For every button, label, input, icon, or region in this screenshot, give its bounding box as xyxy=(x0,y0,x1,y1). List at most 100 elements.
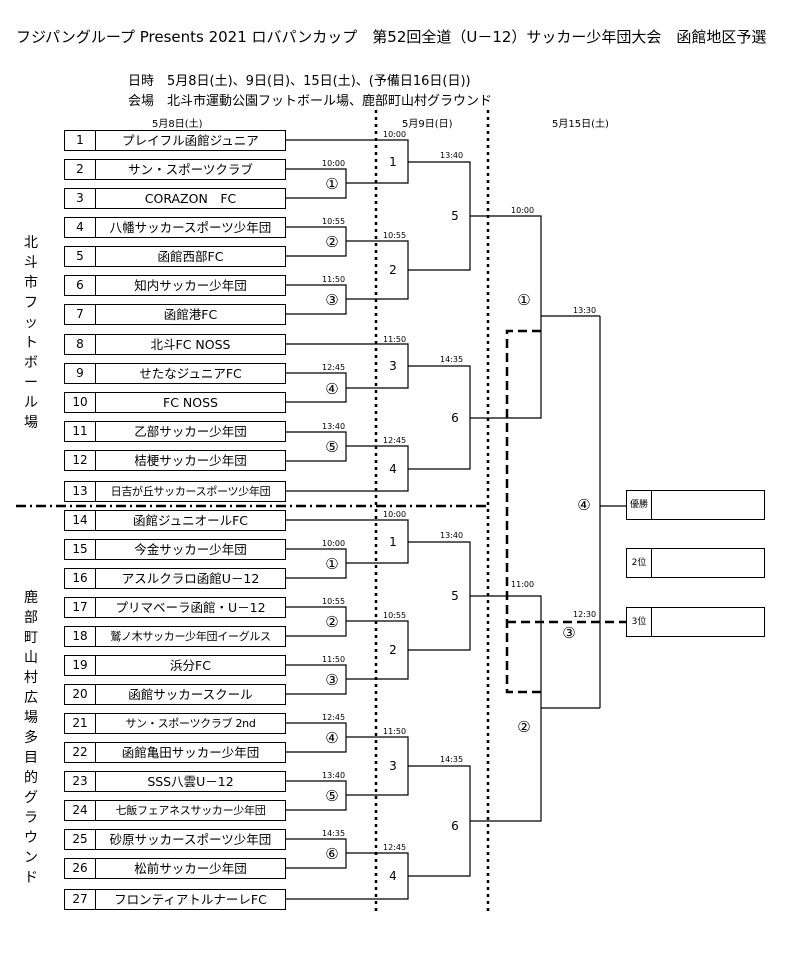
team-row: 27 フロンティアトルナーレFC xyxy=(64,889,286,910)
r3-match6-line xyxy=(408,365,471,470)
team-number: 2 xyxy=(65,160,96,179)
team-number: 17 xyxy=(65,598,96,617)
venue-label-hokuto: 北斗市フットボール場 xyxy=(24,235,38,431)
team-name: プレイフル函館ジュニア xyxy=(122,133,259,148)
semi-label-1: ① xyxy=(517,291,530,309)
team-name: 砂原サッカースポーツ少年団 xyxy=(109,832,272,847)
team-name: 鷲ノ木サッカー少年団イーグルス xyxy=(110,630,271,643)
team-number: 5 xyxy=(65,247,96,266)
match-label-p2: 2 xyxy=(389,263,397,277)
match-label-p4: 4 xyxy=(389,462,397,476)
semi-label-2: ② xyxy=(517,718,530,736)
team-name: 七飯フェアネスサッカー少年団 xyxy=(115,804,266,817)
winner-label: 優勝 xyxy=(627,491,652,519)
time-label: 13:40 xyxy=(322,771,345,780)
team-number: 27 xyxy=(65,890,96,909)
match-label-p6: 6 xyxy=(451,411,459,425)
team-number: 7 xyxy=(65,305,96,324)
team-number: 10 xyxy=(65,393,96,412)
match-label-c4: ④ xyxy=(325,380,338,398)
team-name: 函館西部FC xyxy=(157,249,224,264)
team-number: 23 xyxy=(65,772,96,791)
time-label: 10:00 xyxy=(383,510,406,519)
team-number: 21 xyxy=(65,714,96,733)
team-number: 19 xyxy=(65,656,96,675)
match-label-c5b: ⑤ xyxy=(325,787,338,805)
team-name: フロンティアトルナーレFC xyxy=(114,892,267,907)
time-label: 11:00 xyxy=(511,580,534,589)
match-label-c2: ② xyxy=(325,233,338,251)
team-name: サン・スポーツクラブ xyxy=(128,162,253,177)
time-label: 11:50 xyxy=(322,655,345,664)
time-label: 11:50 xyxy=(383,335,406,344)
team-number: 18 xyxy=(65,627,96,646)
team-row: 22 函館亀田サッカー少年団 xyxy=(64,742,286,763)
match-label-p5: 5 xyxy=(451,209,459,223)
time-label: 11:50 xyxy=(322,275,345,284)
team-row: 1 プレイフル函館ジュニア xyxy=(64,130,286,151)
team-number: 26 xyxy=(65,859,96,878)
match-label-p1: 1 xyxy=(389,155,397,169)
time-label: 10:55 xyxy=(322,597,345,606)
team-row: 19 浜分FC xyxy=(64,655,286,676)
team-name: FC NOSS xyxy=(163,395,218,410)
match-label-p2b: 2 xyxy=(389,643,397,657)
team-number: 22 xyxy=(65,743,96,762)
team-row: 25 砂原サッカースポーツ少年団 xyxy=(64,829,286,850)
time-label: 12:45 xyxy=(322,363,345,372)
team-name: 浜分FC xyxy=(170,658,211,673)
team-row: 2 サン・スポーツクラブ xyxy=(64,159,286,180)
team-number: 25 xyxy=(65,830,96,849)
time-label: 12:45 xyxy=(383,436,406,445)
upper-semi-loser-dashed xyxy=(505,329,541,694)
team-number: 12 xyxy=(65,451,96,470)
team-row: 7 函館港FC xyxy=(64,304,286,325)
team-name: 北斗FC NOSS xyxy=(150,337,231,352)
venue-label-shikabe: 鹿部町山村広場多目的グラウンド xyxy=(24,590,38,886)
team-row: 17 プリマベーラ函館・U－12 xyxy=(64,597,286,618)
team-name: 松前サッカー少年団 xyxy=(134,861,247,876)
time-label: 10:00 xyxy=(322,159,345,168)
team-name: 桔梗サッカー少年団 xyxy=(134,453,247,468)
time-label: 14:35 xyxy=(322,829,345,838)
venue-line: 会場 北斗市運動公園フットボール場、鹿部町山村グラウンド xyxy=(128,94,493,109)
team-row: 12 桔梗サッカー少年団 xyxy=(64,450,286,471)
team-number: 1 xyxy=(65,131,96,150)
team-name: 知内サッカー少年団 xyxy=(134,278,247,293)
second-place-box: 2位 xyxy=(626,548,765,578)
date-header-day2: 5月9日(日) xyxy=(402,119,453,130)
team-number: 14 xyxy=(65,511,96,530)
team-name: 今金サッカー少年団 xyxy=(134,542,247,557)
match-label-c3b: ③ xyxy=(325,671,338,689)
team-number: 9 xyxy=(65,364,96,383)
team-name: 函館亀田サッカー少年団 xyxy=(121,745,260,760)
team-number: 13 xyxy=(65,482,96,501)
r3-match5b-line xyxy=(408,541,471,651)
team-row: 5 函館西部FC xyxy=(64,246,286,267)
match-label-p3: 3 xyxy=(389,359,397,373)
match-label-c4b: ④ xyxy=(325,729,338,747)
team-name: プリマベーラ函館・U－12 xyxy=(115,600,266,615)
third-place-label: 3位 xyxy=(627,608,652,636)
second-place-label: 2位 xyxy=(627,549,652,577)
match-label-p5b: 5 xyxy=(451,589,459,603)
team-row: 10 FC NOSS xyxy=(64,392,286,413)
time-label: 12:45 xyxy=(383,843,406,852)
team-name: 函館港FC xyxy=(163,307,218,322)
team-row: 26 松前サッカー少年団 xyxy=(64,858,286,879)
team-number: 6 xyxy=(65,276,96,295)
time-label: 10:55 xyxy=(322,217,345,226)
